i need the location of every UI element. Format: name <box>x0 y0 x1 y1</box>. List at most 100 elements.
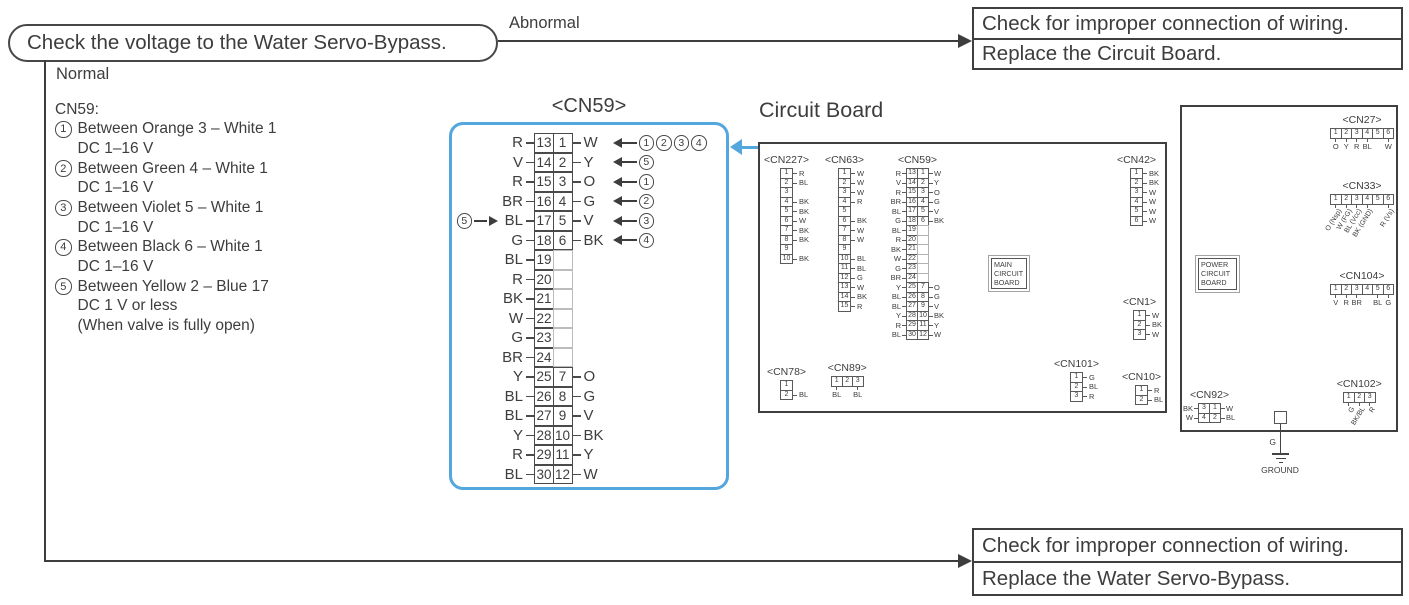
instruction-text: (When valve is fully open) <box>77 316 255 334</box>
wire-dash <box>929 296 933 298</box>
wire-color-label: BK <box>934 311 945 320</box>
board-label-line: CIRCUIT <box>1201 269 1231 279</box>
pin-box: 27 <box>534 406 554 426</box>
wire-dash <box>572 161 581 163</box>
step-number-icon: 4 <box>55 239 72 256</box>
pin-box: 11 <box>552 445 573 465</box>
abnormal-branch-label: Abnormal <box>509 14 580 32</box>
wire-dash <box>526 395 534 397</box>
pin-box: 24 <box>534 347 554 367</box>
wire-dash <box>902 249 906 250</box>
wire-color-label: W <box>934 330 942 339</box>
measure-ref-number: 1 <box>638 135 654 151</box>
wire-dash <box>851 258 855 260</box>
pin-tick <box>1345 294 1347 298</box>
wire-dash <box>1148 390 1152 391</box>
wire-dash <box>929 325 933 326</box>
wire-dash <box>929 315 933 317</box>
wire-color-label: V <box>512 153 523 171</box>
wire-color-label: BL <box>891 225 901 235</box>
pin-tick <box>1335 204 1337 208</box>
wire-color-label: R <box>857 197 863 206</box>
pin-tick <box>1356 294 1358 298</box>
pin-box: 9 <box>552 406 573 426</box>
board-label-line: CIRCUIT <box>994 269 1024 279</box>
abnormal-arrowhead-icon <box>958 33 972 48</box>
abnormal-result-2: Replace the Circuit Board. <box>972 38 1403 70</box>
wire-color-label: W <box>1149 206 1157 216</box>
pin-box <box>552 269 573 289</box>
pin-tick <box>857 386 859 390</box>
wire-color-label: W <box>1152 310 1160 320</box>
callout-arrowhead-icon <box>730 139 742 155</box>
measure-ref-number: 3 <box>638 213 654 229</box>
pin-tick <box>1335 294 1337 298</box>
measure-arrow-icon <box>612 235 637 246</box>
instruction-text: DC 1–16 V <box>77 179 154 197</box>
connector-title: <CN27> <box>1342 114 1382 126</box>
ground-terminal <box>1274 411 1287 424</box>
wire-color-label: BL <box>891 330 901 339</box>
measure-arrow-icon <box>612 176 637 187</box>
wire-dash <box>526 434 534 436</box>
wire-color-label: W <box>857 225 865 235</box>
instruction-line: (When valve is fully open) <box>55 316 277 336</box>
wire-dash <box>929 173 933 174</box>
instruction-text: Between Yellow 2 – Blue 17 <box>77 277 269 295</box>
cn59-detail-title: <CN59> <box>551 95 627 117</box>
wire-color-label: V <box>934 206 940 216</box>
wire-color-label: BL <box>504 407 523 425</box>
wire-color-label: Y <box>895 311 901 320</box>
wire-color-label: R <box>857 301 863 311</box>
connector-title: <CN78> <box>766 366 807 378</box>
instruction-text: Between Green 4 – White 1 <box>77 159 268 177</box>
instruction-line: DC 1 V or less <box>55 296 277 316</box>
wire-dash <box>929 306 933 307</box>
wire-dash <box>572 395 581 397</box>
wire-dash <box>851 239 855 241</box>
instruction-text: DC 1–16 V <box>77 257 154 275</box>
pin-box: 3 <box>1364 392 1376 403</box>
pin-tick <box>1366 204 1368 208</box>
step-number-icon: 2 <box>55 160 72 177</box>
board-label-line: BOARD <box>1201 278 1227 288</box>
wire-dash <box>902 268 906 269</box>
wire-color-label: R <box>1343 297 1349 307</box>
wire-dash <box>929 287 933 288</box>
pin-tick <box>1335 138 1337 142</box>
wire-color-label: BK <box>583 231 604 249</box>
pin-tick <box>1345 138 1347 142</box>
normal-branch-label: Normal <box>56 65 110 83</box>
wire-dash <box>1143 173 1147 174</box>
wire-color-label: BL <box>504 212 523 230</box>
wire-color-label: W <box>857 187 865 197</box>
instruction-line: DC 1–16 V <box>55 139 277 159</box>
connector-title: <CN101> <box>1054 358 1099 370</box>
pin-box: 2 <box>1135 394 1148 405</box>
wire-color-label: O <box>583 368 596 386</box>
instruction-text: DC 1 V or less <box>77 297 178 315</box>
wire-color-label: G <box>857 273 863 282</box>
wire-color-label: W <box>934 168 942 178</box>
wire-color-label: R <box>1089 391 1095 401</box>
wire-dash <box>526 220 534 222</box>
wire-color-label: Y <box>583 153 594 171</box>
wire-color-label: BK <box>857 216 868 225</box>
wire-color-label: BK <box>502 290 523 308</box>
ground-wire-line <box>1280 424 1282 453</box>
wire-color-label: Y <box>895 282 901 292</box>
connector-title: <CN102> <box>1336 378 1382 390</box>
step-number-icon: 3 <box>55 199 72 217</box>
wire-dash <box>572 473 581 475</box>
wire-dash <box>902 192 906 193</box>
wire-dash <box>793 173 797 174</box>
pin-box: 3 <box>852 376 864 387</box>
wire-color-label: Y <box>512 426 523 444</box>
